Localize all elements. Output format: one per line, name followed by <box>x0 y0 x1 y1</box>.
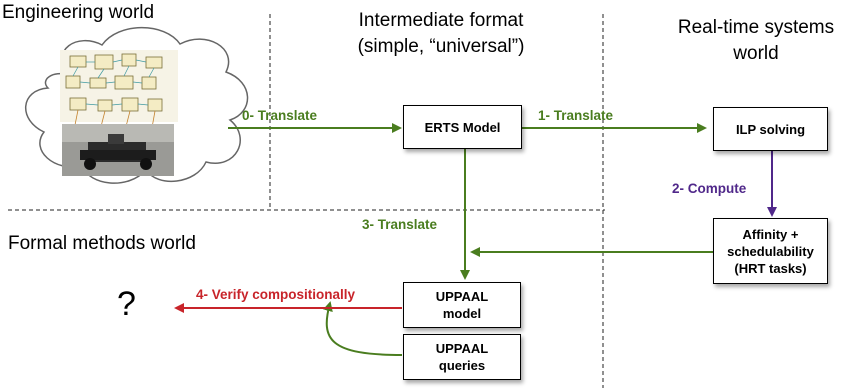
label-translate-0: 0- Translate <box>242 108 318 123</box>
uppaal-model-line1: UPPAAL <box>435 289 489 304</box>
uppaal-model-line2: model <box>442 306 482 321</box>
ilp-solving-label: ILP solving <box>735 121 806 137</box>
robot-architecture-image <box>60 50 178 176</box>
unknown-question-mark: ? <box>117 285 136 323</box>
uppaal-queries-box: UPPAAL queries <box>403 334 521 380</box>
affinity-line2: schedulability <box>727 243 814 259</box>
affinity-box: Affinity + schedulability (HRT tasks) <box>713 218 828 284</box>
region-intermediate-line1: Intermediate format <box>358 10 524 31</box>
affinity-line1: Affinity + <box>742 226 799 242</box>
region-realtime-title: Real-time systems world <box>646 15 866 67</box>
region-intermediate-title: Intermediate format (simple, “universal”… <box>305 8 577 60</box>
erts-model-box: ERTS Model <box>403 105 522 149</box>
label-translate-3: 3- Translate <box>362 217 438 232</box>
uppaal-queries-line1: UPPAAL <box>435 341 489 356</box>
uppaal-queries-line2: queries <box>438 358 486 373</box>
arrow-queries-to-model <box>323 301 403 356</box>
affinity-line3: (HRT tasks) <box>734 260 807 276</box>
region-formal-title: Formal methods world <box>8 233 196 254</box>
label-translate-1: 1- Translate <box>538 108 614 123</box>
region-realtime-line1: Real-time systems <box>677 17 835 38</box>
region-engineering-title: Engineering world <box>2 2 155 23</box>
uppaal-model-box: UPPAAL model <box>403 282 521 328</box>
ilp-solving-box: ILP solving <box>713 107 828 151</box>
region-intermediate-line2: (simple, “universal”) <box>357 36 525 57</box>
region-realtime-line2: world <box>733 43 779 64</box>
label-verify-4: 4- Verify compositionally <box>196 287 356 302</box>
label-compute-2: 2- Compute <box>672 181 747 196</box>
erts-model-label: ERTS Model <box>424 119 501 135</box>
